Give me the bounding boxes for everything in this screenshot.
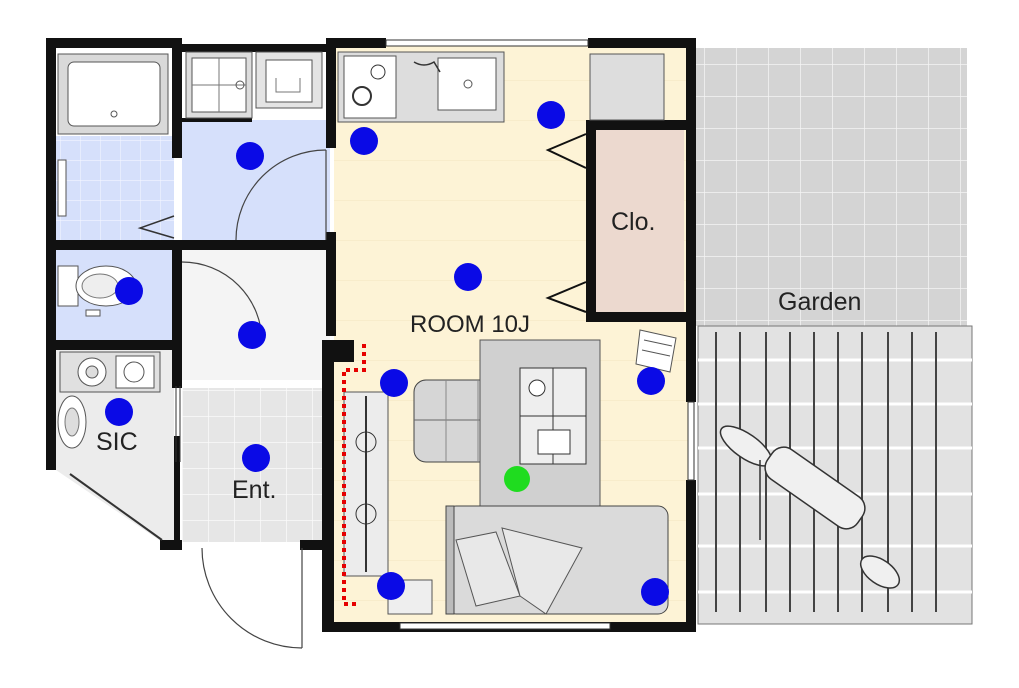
- sic-label: SIC: [96, 428, 138, 456]
- closet-door-bottom: [545, 281, 587, 313]
- marker-blue: [105, 398, 133, 426]
- bath-door: [137, 215, 175, 239]
- sic-floor: [56, 348, 174, 542]
- windows: [385, 39, 695, 630]
- marker-blue: [115, 277, 143, 305]
- markers: [105, 101, 669, 606]
- marker-blue: [242, 444, 270, 472]
- washbasin: [185, 51, 253, 119]
- marker-blue: [377, 572, 405, 600]
- bathtub: [57, 53, 169, 135]
- chair: [635, 329, 677, 373]
- hall-floor: [182, 250, 330, 380]
- deck: [697, 325, 973, 625]
- closet-label: Clo.: [611, 208, 655, 236]
- sic-appliance: [57, 351, 161, 449]
- refrigerator: [589, 53, 665, 121]
- marker-blue: [641, 578, 669, 606]
- marker-blue: [236, 142, 264, 170]
- sic-door: [69, 473, 163, 541]
- washroom-floor: [182, 120, 330, 244]
- marker-blue: [637, 367, 665, 395]
- closet-door-top: [545, 133, 587, 169]
- marker-blue: [537, 101, 565, 129]
- red-cable: [342, 344, 366, 606]
- bike-rack: [343, 391, 389, 577]
- bed: [445, 505, 669, 615]
- closet-floor: [596, 130, 684, 312]
- kitchen-counter: [337, 51, 505, 123]
- marker-green: [504, 466, 530, 492]
- washing-machine: [255, 51, 323, 109]
- garden-label: Garden: [778, 288, 861, 316]
- bath-shelf: [57, 159, 67, 217]
- motorcycle: [719, 425, 901, 589]
- garden-floor: [695, 48, 967, 326]
- marker-blue: [454, 263, 482, 291]
- sliding-door: [175, 386, 181, 462]
- marker-blue: [238, 321, 266, 349]
- marker-blue: [380, 369, 408, 397]
- walls: [46, 38, 696, 632]
- table: [479, 339, 601, 507]
- bath-floor: [56, 136, 174, 240]
- room-label: ROOM 10J: [410, 311, 530, 338]
- marker-blue: [350, 127, 378, 155]
- entrance-label: Ent.: [232, 476, 276, 504]
